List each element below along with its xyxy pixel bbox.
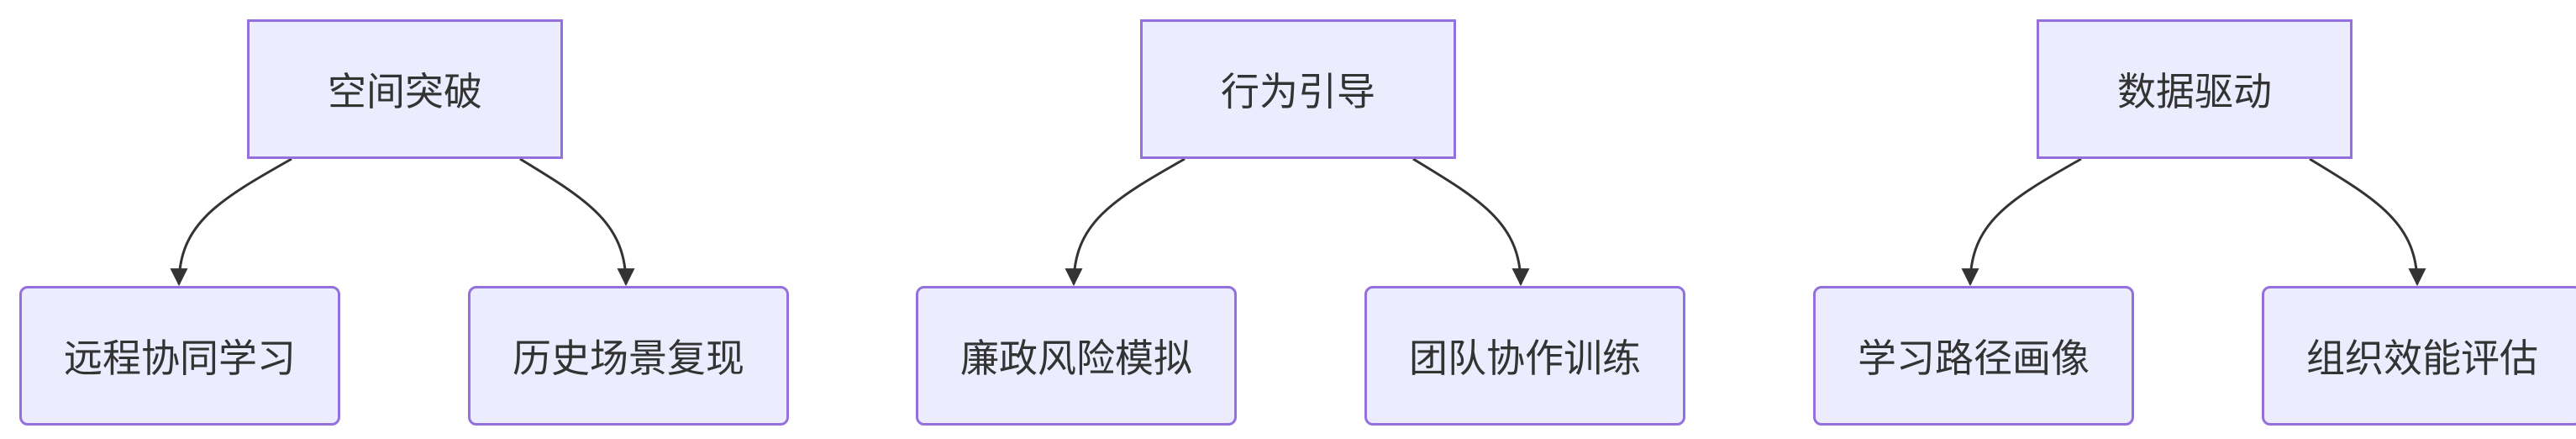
node-integrity-risk-simulation: 廉政风险模拟: [916, 286, 1237, 426]
node-label: 组织效能评估: [2306, 336, 2538, 381]
node-label: 廉政风险模拟: [960, 336, 1192, 381]
node-label: 空间突破: [328, 69, 482, 114]
node-space-breakthrough: 空间突破: [247, 19, 563, 159]
node-label: 团队协作训练: [1409, 336, 1641, 381]
node-remote-collab-learning: 远程协同学习: [19, 286, 340, 426]
node-label: 数据驱动: [2117, 69, 2272, 114]
edge-g3-left: [1961, 157, 2082, 287]
node-label: 学习路径画像: [1858, 336, 2090, 381]
node-label: 远程协同学习: [64, 336, 296, 381]
edge-g3-right: [2309, 157, 2426, 287]
edge-g1-left: [170, 157, 292, 287]
node-team-collab-training: 团队协作训练: [1364, 286, 1685, 426]
edge-g2-right: [1412, 157, 1530, 287]
node-label: 历史场景复现: [513, 336, 744, 381]
node-history-scene-reproduction: 历史场景复现: [468, 286, 789, 426]
edge-g1-right: [519, 157, 635, 287]
node-org-efficiency-assessment: 组织效能评估: [2262, 286, 2576, 426]
node-learning-path-portrait: 学习路径画像: [1813, 286, 2134, 426]
edge-g2-left: [1065, 157, 1185, 287]
node-data-driven: 数据驱动: [2037, 19, 2353, 159]
node-label: 行为引导: [1221, 69, 1375, 114]
node-behavior-guidance: 行为引导: [1140, 19, 1456, 159]
